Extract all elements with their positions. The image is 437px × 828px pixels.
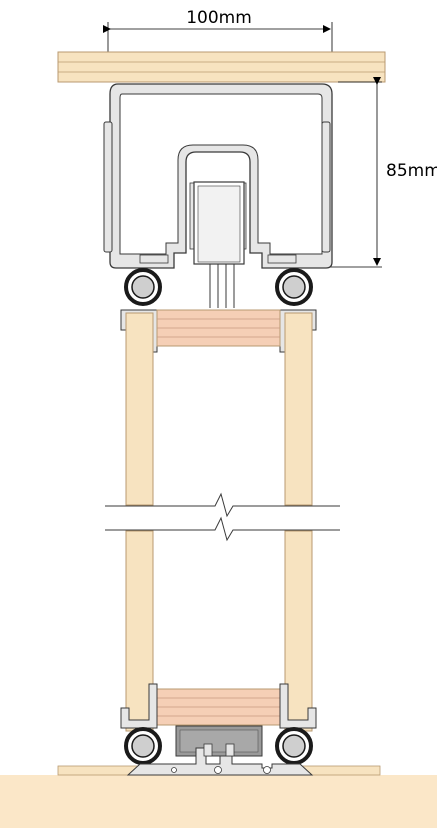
top-seal-left [124, 268, 162, 306]
height-dimension-label: 85mm [386, 161, 437, 181]
top-timber-header [57, 51, 386, 83]
break-line [100, 492, 340, 542]
door-stile-right-upper [284, 312, 313, 506]
trolley-hanger [193, 181, 245, 308]
bottom-seal-right [275, 727, 313, 765]
floor [0, 765, 437, 828]
door-stile-right-lower [284, 530, 313, 732]
width-dimension-label: 100mm [186, 8, 252, 28]
top-track-profile [103, 83, 333, 269]
floor-guide-profile [126, 743, 314, 776]
top-seal-right [275, 268, 313, 306]
bottom-guide-block [175, 725, 263, 757]
door-top-rail [120, 309, 317, 353]
door-bottom-rail [120, 683, 317, 729]
height-dimension: 85mm [320, 77, 437, 268]
door-stile-left-upper [125, 312, 154, 506]
bottom-seal-left [124, 727, 162, 765]
